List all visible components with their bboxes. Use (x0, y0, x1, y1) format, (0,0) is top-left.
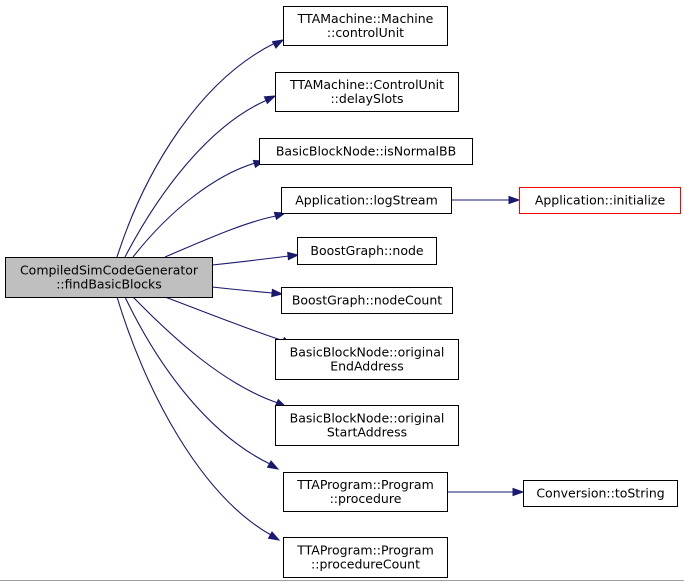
edge-root-to-program-procedurecount (116, 296, 281, 541)
node-label-line: Application::logStream (295, 193, 438, 208)
edge-line (132, 162, 256, 258)
node-box (5, 257, 213, 298)
node-label-line: BasicBlockNode::isNormalBB (276, 144, 456, 159)
edge-root-to-app-logstream (164, 211, 287, 258)
edge-line (132, 296, 279, 404)
node-box (519, 187, 681, 214)
arrowhead (273, 211, 287, 221)
edge-line (124, 99, 268, 258)
edge-line (124, 296, 271, 465)
edge-line (116, 296, 272, 536)
node-label-line: BoostGraph::node (310, 243, 424, 258)
node-label-line: Conversion::toString (536, 486, 664, 501)
node-root[interactable]: CompiledSimCodeGenerator::findBasicBlock… (5, 257, 213, 298)
node-label-line: ::delaySlots (330, 91, 403, 106)
nodes-layer: CompiledSimCodeGenerator::findBasicBlock… (5, 6, 681, 578)
node-program-procedurecount[interactable]: TTAProgram::Program::procedureCount (283, 537, 448, 578)
node-box (281, 287, 453, 314)
arrowhead (512, 487, 525, 497)
edge-line (211, 286, 274, 294)
edge-root-to-machine-controlunit (116, 39, 285, 258)
node-label-line: TTAMachine::Machine (297, 11, 434, 26)
edge-line (164, 296, 285, 342)
arrowhead (271, 39, 285, 49)
node-program-procedure[interactable]: TTAProgram::Program::procedure (283, 472, 448, 512)
node-box (275, 405, 459, 446)
edge-line (116, 42, 276, 258)
arrowhead (271, 288, 284, 298)
node-box (275, 72, 459, 112)
node-box (259, 138, 473, 165)
node-label-line: BasicBlockNode::original (290, 411, 445, 426)
node-label-line: ::procedure (330, 491, 402, 506)
edge-app-logstream-to-app-initialize (451, 195, 521, 205)
node-label-line: CompiledSimCodeGenerator (20, 263, 199, 278)
edge-root-to-controlunit-delayslots (124, 95, 277, 258)
node-box (297, 237, 437, 265)
node-box (275, 339, 459, 380)
node-label-line: BasicBlockNode::original (290, 345, 445, 360)
node-label-line: TTAMachine::ControlUnit (289, 77, 444, 92)
edge-line (211, 255, 290, 266)
edge-root-to-boostgraph-node (211, 251, 300, 266)
node-boostgraph-nodecount[interactable]: BoostGraph::nodeCount (281, 287, 453, 314)
edge-root-to-boostgraph-nodecount (211, 286, 284, 298)
node-app-logstream[interactable]: Application::logStream (281, 187, 452, 214)
node-label-line: Application::initialize (535, 193, 666, 208)
node-label-line: ::procedureCount (311, 557, 420, 572)
arrowhead (508, 195, 521, 205)
arrowhead (287, 251, 300, 261)
node-label-line: BoostGraph::nodeCount (292, 293, 442, 308)
node-box (283, 537, 448, 578)
node-controlunit-delayslots[interactable]: TTAMachine::ControlUnit::delaySlots (275, 72, 459, 112)
edge-root-to-bbn-originalendaddress (164, 296, 294, 346)
node-box (523, 480, 678, 507)
node-label-line: EndAddress (330, 359, 404, 374)
arrowhead (266, 460, 280, 470)
node-boostgraph-node[interactable]: BoostGraph::node (297, 237, 437, 265)
node-box (281, 187, 452, 214)
node-label-line: ::controlUnit (327, 25, 404, 40)
edges-layer (116, 39, 525, 541)
node-bbn-isnormalbb[interactable]: BasicBlockNode::isNormalBB (259, 138, 473, 165)
node-box (283, 472, 448, 512)
node-app-initialize[interactable]: Application::initialize (519, 187, 681, 214)
node-label-line: TTAProgram::Program (296, 477, 434, 492)
arrowhead (267, 531, 281, 541)
node-conversion-tostring[interactable]: Conversion::toString (523, 480, 678, 507)
node-label-line: StartAddress (327, 425, 407, 440)
edge-root-to-program-procedure (124, 296, 280, 470)
node-label-line: ::findBasicBlocks (56, 277, 162, 292)
arrowhead (263, 95, 277, 105)
node-label-line: TTAProgram::Program (296, 543, 434, 558)
bottom-divider (0, 580, 684, 581)
node-machine-controlunit[interactable]: TTAMachine::Machine::controlUnit (283, 6, 448, 46)
edge-line (164, 215, 277, 258)
edge-program-procedure-to-conversion-tostring (447, 487, 525, 497)
node-box (283, 6, 448, 46)
